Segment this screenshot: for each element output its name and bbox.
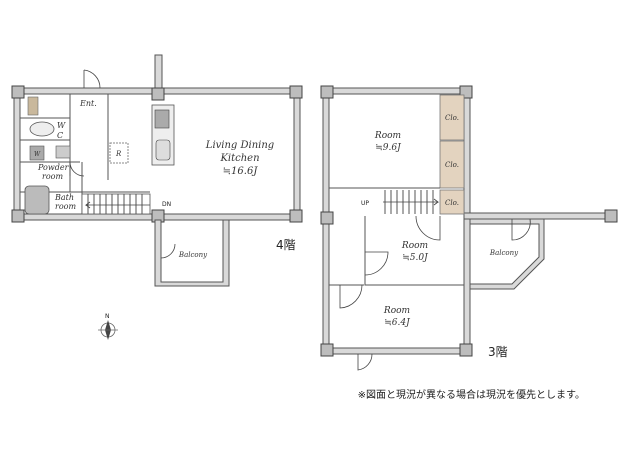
shoe-cabinet [27, 96, 39, 116]
balcony-4f-label: Balcony [178, 251, 208, 259]
room-b-area: ≒5.0J [402, 253, 429, 263]
powder-room-label: Powder [37, 163, 70, 172]
wc-label-c: C [57, 131, 63, 140]
balcony-door[interactable] [160, 243, 176, 259]
fridge-space [109, 142, 129, 164]
room-a-label: Room [374, 131, 401, 141]
room-b-label: Room [401, 241, 428, 251]
kitchen-sink-icon [155, 139, 171, 161]
sink-icon [55, 145, 71, 159]
column [11, 209, 25, 223]
stairs-3f [383, 190, 440, 214]
compass-icon [98, 320, 118, 340]
closet-1-label: Clo. [445, 114, 459, 122]
closet-1 [439, 94, 465, 141]
room-c-area: ≒6.4J [384, 318, 411, 328]
column [151, 87, 165, 101]
washer-label: W [34, 151, 41, 158]
column [320, 211, 334, 225]
wall [463, 212, 613, 220]
floor-3-plan [320, 85, 618, 371]
wall [322, 347, 471, 355]
toilet-icon [29, 121, 55, 137]
stairs-dn-label: DN [162, 201, 171, 208]
entrance-door[interactable] [83, 69, 101, 89]
ldk-label: Living Dining [205, 140, 274, 151]
wall [13, 87, 21, 221]
column [289, 85, 303, 99]
stairs-up-label: UP [361, 200, 369, 207]
disclaimer-note: ※図面と現況が異なる場合は現況を優先とします。 [358, 388, 585, 401]
partition [20, 94, 150, 214]
column [289, 209, 303, 223]
room-c-label: Room [383, 306, 410, 316]
column [459, 343, 473, 357]
bath-room-label-2: room [55, 202, 76, 211]
balcony-3f-wall [469, 218, 545, 290]
room-door[interactable] [364, 251, 389, 276]
floor-3-label: 3階 [488, 344, 508, 359]
floor-4-label: 4階 [276, 237, 296, 252]
column [11, 85, 25, 99]
room-door[interactable] [357, 353, 373, 371]
balcony-3f-label: Balcony [489, 249, 519, 257]
fridge-label: R [115, 150, 122, 158]
closet-3-label: Clo. [445, 199, 459, 207]
compass-north-label: N [105, 313, 110, 320]
bath-room-label: Bath [54, 193, 74, 202]
closet-2-label: Clo. [445, 161, 459, 169]
balcony-door[interactable] [511, 218, 531, 241]
balcony-4f-wall [154, 219, 230, 287]
powder-room-label-2: room [42, 172, 63, 181]
powder-door[interactable] [69, 161, 85, 177]
room-a-area: ≒9.6J [375, 143, 402, 153]
closet-3 [439, 189, 465, 215]
closet-2 [439, 140, 465, 189]
wall [322, 87, 471, 95]
stove-icon [154, 109, 170, 129]
column [320, 85, 334, 99]
wc-label-w: W [57, 121, 66, 130]
partition [329, 187, 464, 286]
wall [293, 87, 301, 221]
ldk-label-2: Kitchen [219, 153, 259, 164]
room-door[interactable] [339, 284, 363, 309]
column [320, 343, 334, 357]
washer-icon [29, 145, 45, 161]
floor-4-plan [11, 54, 303, 287]
column [604, 209, 618, 223]
ldk-area: ≒16.6J [223, 166, 259, 177]
wall [463, 87, 471, 355]
entrance-label: Ent. [79, 99, 97, 108]
bathtub-icon [24, 185, 50, 215]
room-door[interactable] [415, 215, 441, 241]
stairs-4f [81, 193, 151, 215]
